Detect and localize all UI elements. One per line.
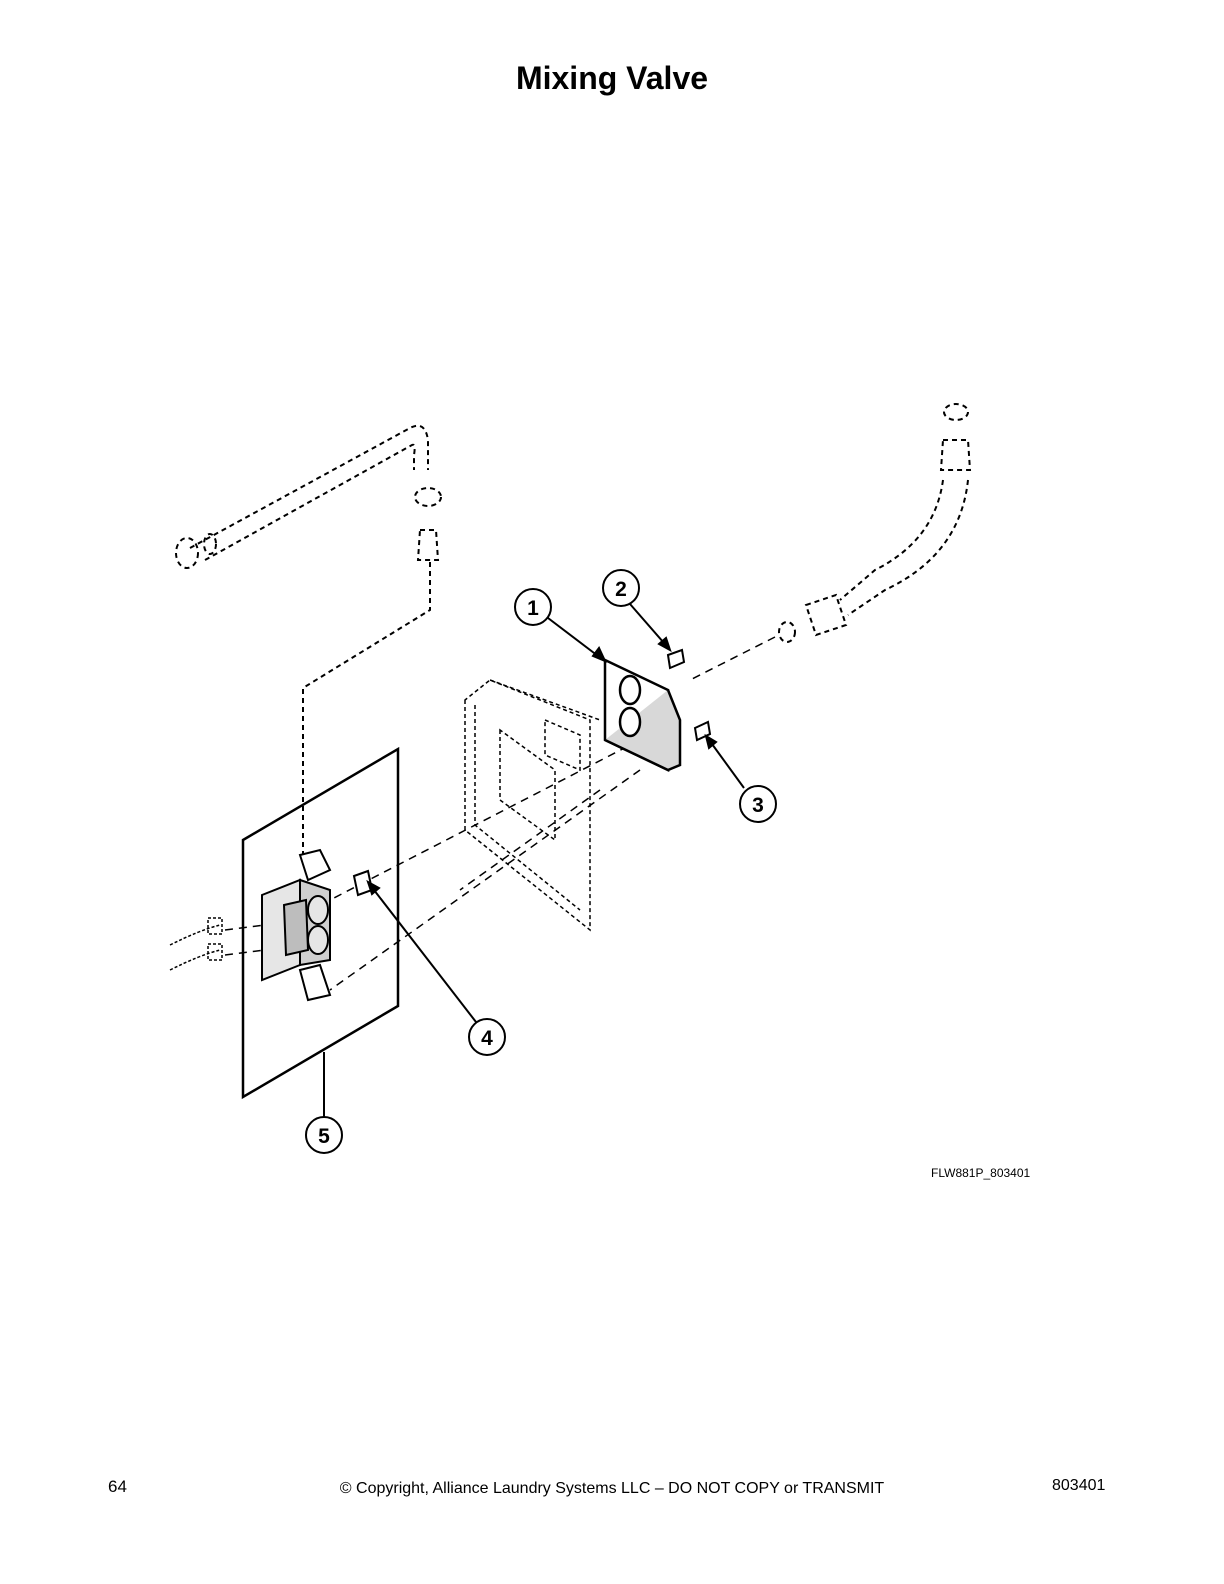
callout-1-label: 1 bbox=[527, 597, 539, 620]
callout-4-label: 4 bbox=[481, 1027, 493, 1050]
mixing-valve-body bbox=[261, 848, 332, 1002]
callout-5-label: 5 bbox=[318, 1125, 330, 1148]
callout-3-label: 3 bbox=[752, 794, 764, 817]
callout-3: 3 bbox=[739, 785, 777, 823]
copyright-notice: © Copyright, Alliance Laundry Systems LL… bbox=[339, 1480, 885, 1497]
cabinet-panel-phantom bbox=[464, 679, 601, 932]
callout-4: 4 bbox=[468, 1018, 506, 1056]
right-hose-phantom bbox=[778, 403, 972, 643]
callout-1: 1 bbox=[514, 588, 552, 626]
page-number: 64 bbox=[108, 1477, 127, 1496]
leader-lines bbox=[323, 603, 745, 1118]
callout-2: 2 bbox=[602, 569, 640, 607]
figure-id: FLW881P_803401 bbox=[931, 1166, 1031, 1180]
mounting-plate bbox=[603, 658, 682, 772]
alignment-lines bbox=[224, 636, 776, 991]
page-title: Mixing Valve bbox=[515, 60, 709, 96]
callout-5: 5 bbox=[305, 1116, 343, 1154]
screw-2 bbox=[666, 648, 686, 670]
valve-sheet bbox=[241, 746, 400, 1100]
wire-harness bbox=[169, 917, 223, 971]
callout-2-label: 2 bbox=[615, 578, 627, 601]
document-number: 803401 bbox=[1052, 1477, 1106, 1494]
upper-hose-phantom bbox=[175, 424, 442, 860]
